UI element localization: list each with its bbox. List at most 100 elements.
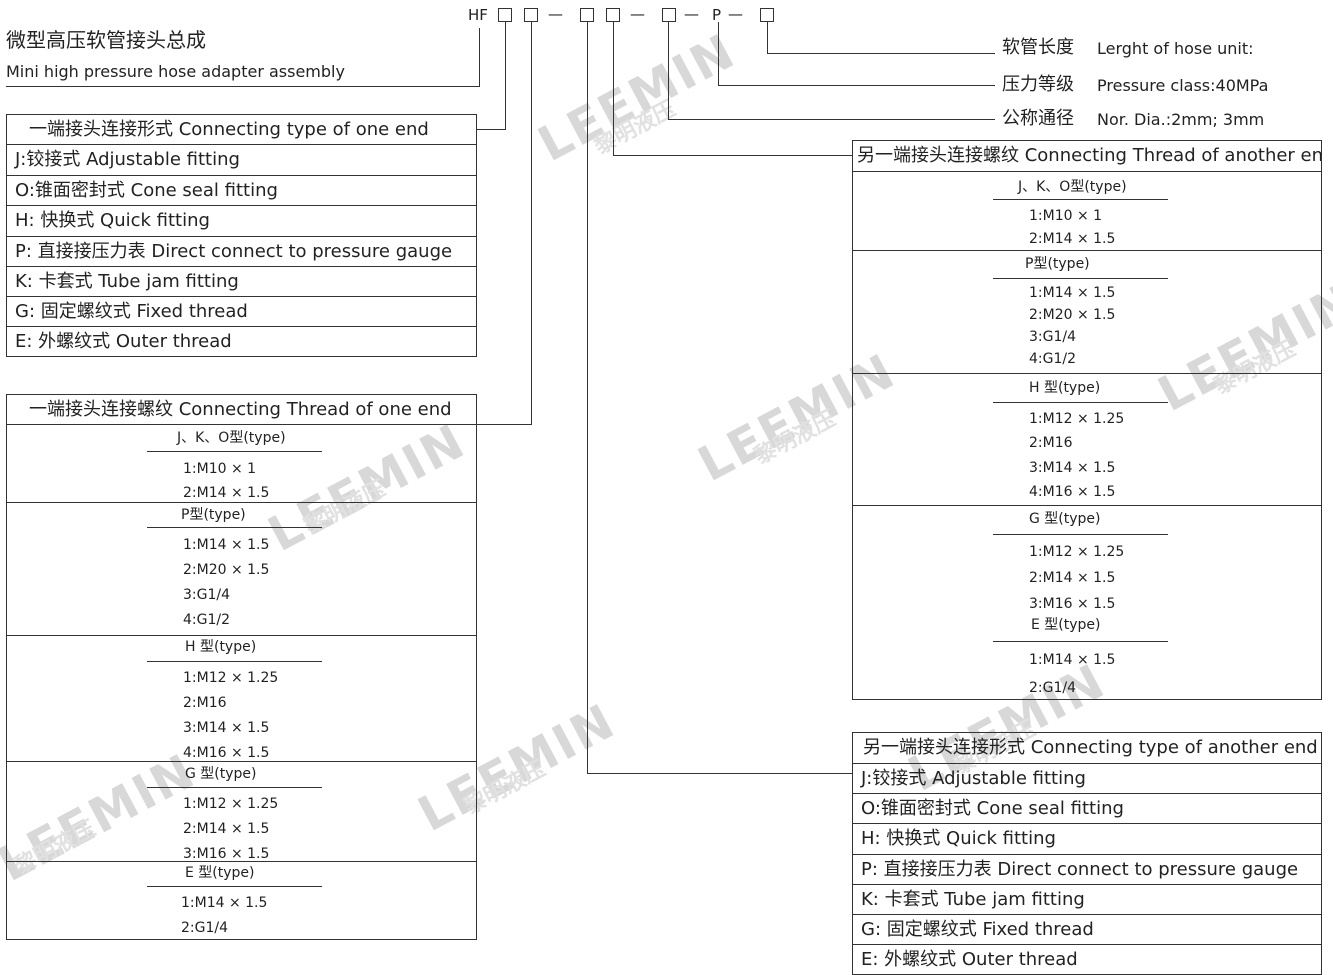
left-thread-group-g: G 型(type) 1:M12 × 1.25 2:M14 × 1.5 3:M16… [7, 762, 476, 862]
left-type-row: K: 卡套式 Tube jam fitting [7, 267, 476, 297]
title-underline [6, 86, 480, 87]
thread-item: 2:M20 × 1.5 [183, 562, 270, 578]
leader-diameter-v [668, 22, 669, 120]
left-thread-group-e: E 型(type) 1:M14 × 1.5 2:G1/4 [7, 862, 476, 940]
right-thread-group-jko: J、K、O型(type) 1:M10 × 1 2:M14 × 1.5 [853, 172, 1321, 251]
thread-item: 2:M14 × 1.5 [1029, 570, 1116, 586]
leader-length-v [767, 22, 768, 54]
thread-item: 1:M12 × 1.25 [183, 670, 279, 686]
thread-item: 3:G1/4 [1029, 329, 1077, 345]
group-underline [147, 527, 322, 528]
left-thread-group-p: P型(type) 1:M14 × 1.5 2:M20 × 1.5 3:G1/4 … [7, 503, 476, 636]
label-diameter-en: Nor. Dia.:2mm; 3mm [1097, 110, 1265, 129]
thread-item: 1:M12 × 1.25 [1029, 411, 1125, 427]
thread-item: 1:M10 × 1 [1029, 208, 1103, 224]
thread-item: 2:M16 [1029, 435, 1073, 451]
code-box-2 [524, 8, 538, 22]
thread-item: 2:G1/4 [181, 920, 229, 936]
group-underline [147, 451, 322, 452]
group-underline [147, 661, 322, 662]
leader-box5 [613, 22, 614, 156]
thread-item: 2:M16 [183, 695, 227, 711]
leader-box2-h [477, 129, 506, 130]
right-thread-group-p: P型(type) 1:M14 × 1.5 2:M20 × 1.5 3:G1/4 … [853, 251, 1321, 374]
right-type-row: H: 快换式 Quick fitting [853, 824, 1321, 855]
leader-pressure [718, 85, 995, 86]
left-thread-group-jko: J、K、O型(type) 1:M10 × 1 2:M14 × 1.5 [7, 425, 476, 503]
title-leader [479, 28, 480, 87]
group-type-label: G 型(type) [1029, 511, 1101, 527]
thread-item: 1:M14 × 1.5 [1029, 285, 1116, 301]
code-pressure-letter: P [712, 6, 722, 24]
thread-item: 3:M14 × 1.5 [1029, 460, 1116, 476]
thread-item: 2:M14 × 1.5 [183, 821, 270, 837]
right-type-row: G: 固定螺纹式 Fixed thread [853, 915, 1321, 945]
code-dash: — [548, 5, 563, 23]
right-type-row: P: 直接接压力表 Direct connect to pressure gau… [853, 855, 1321, 885]
thread-item: 1:M12 × 1.25 [183, 796, 279, 812]
left-type-header: 一端接头连接形式 Connecting type of one end [7, 115, 476, 145]
right-type-row: K: 卡套式 Tube jam fitting [853, 885, 1321, 915]
group-type-label: J、K、O型(type) [177, 430, 286, 446]
model-code-prefix: HF [468, 6, 488, 24]
right-type-row: J:铰接式 Adjustable fitting [853, 764, 1321, 794]
watermark-logo: LEEMIN [529, 23, 745, 173]
thread-item: 1:M10 × 1 [183, 461, 257, 477]
group-type-label: H 型(type) [185, 639, 257, 655]
code-dash: — [684, 5, 699, 23]
thread-item: 2:G1/4 [1029, 680, 1077, 696]
code-box-1 [498, 8, 512, 22]
right-type-row: O:锥面密封式 Cone seal fitting [853, 794, 1321, 824]
thread-item: 1:M14 × 1.5 [183, 537, 270, 553]
right-type-row: E: 外螺纹式 Outer thread [861, 949, 1078, 970]
leader-box4-h [587, 773, 853, 774]
right-type-header: 另一端接头连接形式 Connecting type of another end [853, 733, 1321, 764]
right-thread-header: 另一端接头连接螺纹 Connecting Thread of another e… [853, 141, 1321, 172]
group-underline [993, 278, 1168, 279]
thread-item: 3:M16 × 1.5 [183, 846, 270, 862]
thread-item: 1:M14 × 1.5 [181, 895, 268, 911]
label-hose-length-cn: 软管长度 [1002, 37, 1074, 58]
title-en: Mini high pressure hose adapter assembly [6, 62, 345, 81]
thread-item: 1:M12 × 1.25 [1029, 544, 1125, 560]
left-thread-group-h: H 型(type) 1:M12 × 1.25 2:M16 3:M14 × 1.5… [7, 636, 476, 762]
left-type-row: E: 外螺纹式 Outer thread [15, 331, 232, 352]
code-box-5 [662, 8, 676, 22]
group-type-label: E 型(type) [1031, 617, 1101, 633]
title-cn: 微型高压软管接头总成 [6, 28, 206, 52]
label-pressure-en: Pressure class:40MPa [1097, 76, 1269, 95]
left-type-row: J:铰接式 Adjustable fitting [7, 145, 476, 176]
leader-box3-h [477, 424, 532, 425]
label-hose-length-en: Lerght of hose unit: [1097, 39, 1254, 58]
label-pressure-cn: 压力等级 [1002, 74, 1074, 95]
leader-diameter [668, 119, 995, 120]
right-type-table: 另一端接头连接形式 Connecting type of another end… [852, 732, 1322, 975]
thread-item: 4:M16 × 1.5 [183, 745, 270, 761]
group-underline [993, 199, 1168, 200]
group-type-label: G 型(type) [185, 766, 257, 782]
group-type-label: E 型(type) [185, 865, 255, 881]
group-type-label: J、K、O型(type) [1018, 179, 1127, 195]
right-thread-group-h: H 型(type) 1:M12 × 1.25 2:M16 3:M14 × 1.5… [853, 374, 1321, 506]
group-underline [147, 886, 322, 887]
left-thread-header: 一端接头连接螺纹 Connecting Thread of one end [7, 395, 476, 425]
leader-length [767, 53, 995, 54]
right-thread-group-g-e: G 型(type) 1:M12 × 1.25 2:M14 × 1.5 3:M16… [853, 506, 1321, 700]
code-box-4 [606, 8, 620, 22]
leader-box3 [531, 22, 532, 425]
leader-box2 [505, 22, 506, 130]
leader-box4 [587, 22, 588, 774]
left-type-row: G: 固定螺纹式 Fixed thread [7, 297, 476, 327]
code-dash: — [728, 5, 743, 23]
right-thread-table: 另一端接头连接螺纹 Connecting Thread of another e… [852, 140, 1322, 700]
thread-item: 4:G1/2 [183, 612, 231, 628]
left-type-row: H: 快换式 Quick fitting [7, 206, 476, 237]
thread-item: 2:M14 × 1.5 [183, 485, 270, 501]
thread-item: 3:M16 × 1.5 [1029, 596, 1116, 612]
code-dash: — [630, 5, 645, 23]
left-thread-table: 一端接头连接螺纹 Connecting Thread of one end J、… [6, 394, 477, 940]
thread-item: 3:M14 × 1.5 [183, 720, 270, 736]
left-type-row: O:锥面密封式 Cone seal fitting [7, 176, 476, 206]
group-type-label: P型(type) [181, 507, 246, 523]
left-type-table: 一端接头连接形式 Connecting type of one end J:铰接… [6, 114, 477, 357]
